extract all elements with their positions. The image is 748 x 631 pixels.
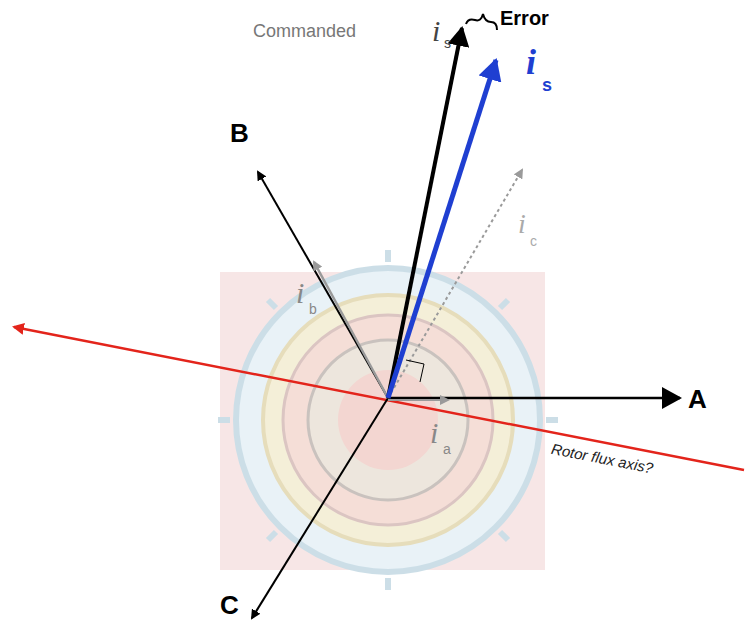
phase-c-axis: [252, 398, 388, 618]
commanded-label: Commanded: [253, 22, 356, 40]
motor-photo: [218, 250, 558, 590]
current-symbol: i: [432, 16, 440, 46]
current-b-vector: [314, 262, 388, 398]
current-symbol: i: [518, 210, 526, 238]
axis-label: A: [688, 386, 707, 412]
current-a-vector: [388, 399, 448, 401]
current-symbol: i: [526, 44, 536, 80]
subscript: a: [443, 442, 451, 456]
subscript: s: [444, 36, 451, 50]
current-symbol: i: [430, 418, 438, 448]
axis-label: B: [230, 120, 249, 146]
axis-caption: Rotor flux axis?: [550, 441, 654, 475]
right-angle-mark: [406, 360, 424, 382]
current-symbol: i: [296, 278, 304, 308]
commanded-current-vector: [388, 28, 462, 398]
subscript: b: [309, 302, 317, 316]
actual-current-vector: [388, 60, 496, 398]
phase-b-axis: [258, 172, 388, 398]
subscript: c: [530, 234, 537, 248]
phase-a-axis: [388, 397, 680, 400]
axis-label: C: [220, 592, 239, 618]
error-label: Error: [500, 8, 549, 28]
subscript: s: [542, 76, 552, 94]
current-c-vector: [388, 170, 522, 398]
rotor-flux-axis: [14, 327, 744, 470]
error-brace: [466, 14, 497, 30]
